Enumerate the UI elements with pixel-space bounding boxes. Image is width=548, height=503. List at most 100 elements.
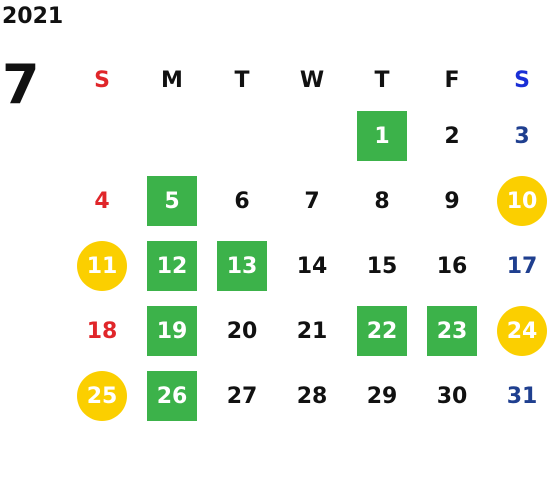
day-number: 27 [226,383,258,409]
day-cell-3[interactable]: 3 [487,103,548,168]
day-container: 16 [427,241,477,291]
weekday-header-sunday: S [94,68,110,93]
green-day-highlight: 5 [147,176,197,226]
day-number: 20 [226,318,258,344]
day-number: 1 [374,123,390,149]
day-number: 19 [156,318,188,344]
day-cell-22[interactable]: 22 [347,298,417,363]
day-cell-10[interactable]: 10 [487,168,548,233]
day-number: 16 [436,253,468,279]
day-number: 28 [296,383,328,409]
day-cell-8[interactable]: 8 [347,168,417,233]
day-cell-5[interactable]: 5 [137,168,207,233]
day-number: 3 [514,123,530,149]
day-cell-13[interactable]: 13 [207,233,277,298]
yellow-day-highlight: 11 [77,241,127,291]
green-day-highlight: 26 [147,371,197,421]
day-container: 17 [497,241,547,291]
day-container: 27 [217,371,267,421]
day-number: 13 [226,253,258,279]
week-row: 11 12 13 14 15 16 17 [67,233,548,298]
day-number: 26 [156,383,188,409]
day-container: 3 [497,111,547,161]
day-cell-15[interactable]: 15 [347,233,417,298]
day-container: 2 [427,111,477,161]
day-number: 5 [164,188,180,214]
green-day-highlight: 22 [357,306,407,356]
day-number: 4 [94,188,110,214]
weekday-header-monday: M [161,68,183,93]
day-container: 21 [287,306,337,356]
week-row: 4 5 6 7 8 9 10 [67,168,548,233]
day-container: 15 [357,241,407,291]
day-container: 29 [357,371,407,421]
day-cell-6[interactable]: 6 [207,168,277,233]
day-cell-9[interactable]: 9 [417,168,487,233]
day-number: 14 [296,253,328,279]
green-day-highlight: 19 [147,306,197,356]
empty-day-cell [277,103,347,168]
day-number: 29 [366,383,398,409]
day-number: 23 [436,318,468,344]
day-cell-12[interactable]: 12 [137,233,207,298]
day-cell-24[interactable]: 24 [487,298,548,363]
green-day-highlight: 23 [427,306,477,356]
day-cell-31[interactable]: 31 [487,363,548,428]
day-number: 8 [374,188,390,214]
empty-day-cell [67,103,137,168]
day-number: 11 [86,253,118,279]
day-cell-17[interactable]: 17 [487,233,548,298]
day-number: 25 [86,383,118,409]
day-number: 22 [366,318,398,344]
day-cell-18[interactable]: 18 [67,298,137,363]
day-number: 2 [444,123,460,149]
day-container: 9 [427,176,477,226]
day-cell-26[interactable]: 26 [137,363,207,428]
day-cell-29[interactable]: 29 [347,363,417,428]
day-number: 10 [506,188,538,214]
day-container: 14 [287,241,337,291]
day-cell-21[interactable]: 21 [277,298,347,363]
day-cell-28[interactable]: 28 [277,363,347,428]
empty-day-cell [137,103,207,168]
day-number: 7 [304,188,320,214]
green-day-highlight: 1 [357,111,407,161]
day-cell-25[interactable]: 25 [67,363,137,428]
day-number: 12 [156,253,188,279]
day-cell-2[interactable]: 2 [417,103,487,168]
day-cell-30[interactable]: 30 [417,363,487,428]
week-row: 1 2 3 [67,103,548,168]
day-cell-27[interactable]: 27 [207,363,277,428]
day-number: 9 [444,188,460,214]
day-cell-16[interactable]: 16 [417,233,487,298]
empty-day-cell [207,103,277,168]
day-number: 30 [436,383,468,409]
day-container: 30 [427,371,477,421]
day-cell-4[interactable]: 4 [67,168,137,233]
day-cell-11[interactable]: 11 [67,233,137,298]
year-label: 2021 [2,4,64,29]
weekday-header-tuesday: T [234,68,250,93]
day-cell-7[interactable]: 7 [277,168,347,233]
day-number: 21 [296,318,328,344]
day-cell-23[interactable]: 23 [417,298,487,363]
day-cell-1[interactable]: 1 [347,103,417,168]
yellow-day-highlight: 10 [497,176,547,226]
weekday-header-saturday: S [514,68,530,93]
day-number: 24 [506,318,538,344]
day-number: 6 [234,188,250,214]
day-number: 18 [86,318,118,344]
day-cell-20[interactable]: 20 [207,298,277,363]
day-cell-14[interactable]: 14 [277,233,347,298]
day-container: 6 [217,176,267,226]
day-number: 15 [366,253,398,279]
day-number: 17 [506,253,538,279]
day-container: 18 [77,306,127,356]
day-cell-19[interactable]: 19 [137,298,207,363]
day-container: 28 [287,371,337,421]
yellow-day-highlight: 24 [497,306,547,356]
day-container: 4 [77,176,127,226]
day-container: 31 [497,371,547,421]
